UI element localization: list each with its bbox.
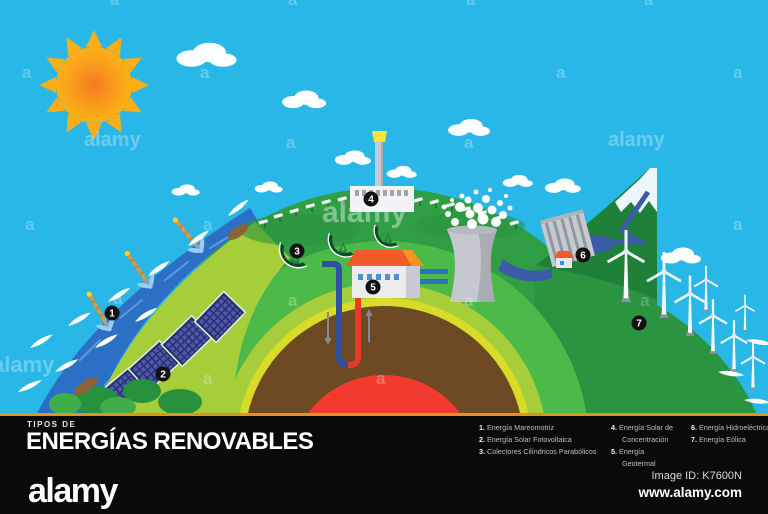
flow-arrows bbox=[324, 309, 373, 345]
solar-tower-icon bbox=[350, 131, 414, 212]
legend-item-1: 1. Energía Mareomotriz bbox=[479, 423, 555, 432]
sun-icon bbox=[39, 30, 149, 140]
marker-4: 4 bbox=[363, 191, 379, 207]
svg-text:5: 5 bbox=[370, 283, 376, 294]
marker-5: 5 bbox=[365, 279, 381, 295]
coast-vegetation bbox=[49, 223, 249, 415]
svg-text:1: 1 bbox=[109, 309, 115, 320]
dam-outflow bbox=[498, 259, 552, 282]
earth-core bbox=[306, 375, 462, 415]
geothermal-pipes bbox=[322, 261, 372, 368]
caption-kicker: TIPOS DE bbox=[27, 420, 77, 429]
marker-2: 2 bbox=[155, 366, 171, 382]
hill bbox=[240, 214, 360, 246]
svg-text:3: 3 bbox=[294, 247, 300, 258]
geothermal-plant-icon bbox=[346, 250, 424, 298]
powerhouse-icon bbox=[554, 251, 574, 268]
alamy-website-link[interactable]: www.alamy.com bbox=[638, 485, 742, 500]
caption-band: TIPOS DE ENERGÍAS RENOVABLES 1. Energía … bbox=[0, 413, 768, 514]
marker-1: 1 bbox=[104, 305, 120, 321]
svg-text:4: 4 bbox=[368, 195, 374, 206]
legend-item-6: 6. Energía Hidroeléctrica bbox=[691, 423, 768, 432]
earth-ring-brown bbox=[247, 306, 521, 415]
legend-item-5: 5. Energía Geotermal bbox=[611, 447, 656, 468]
cooling-tower-icon bbox=[420, 188, 513, 302]
svg-text:6: 6 bbox=[580, 251, 586, 262]
marker-6: 6 bbox=[575, 247, 591, 263]
legend-item-3: 3. Colectores Cilíndricos Parabólicos bbox=[479, 447, 597, 456]
alamy-logo: alamy bbox=[28, 472, 118, 510]
legend-item-2: 2. Energía Solar Fotovoltaica bbox=[479, 435, 572, 444]
image-id: Image ID: K7600N bbox=[651, 470, 743, 482]
page-title: ENERGÍAS RENOVABLES bbox=[26, 428, 314, 455]
renewable-energy-illustration: 1 2 3 4 5 6 7 bbox=[16, 30, 768, 415]
svg-text:7: 7 bbox=[636, 319, 642, 330]
legend-item-7: 7. Energía Eólica bbox=[691, 435, 746, 444]
svg-text:2: 2 bbox=[160, 370, 166, 381]
marker-3: 3 bbox=[289, 243, 305, 259]
river bbox=[597, 190, 651, 245]
legend-item-4: 4. Energía Solar de Concentración bbox=[611, 423, 673, 444]
marker-7: 7 bbox=[631, 315, 647, 331]
legend: 1. Energía Mareomotriz 2. Energía Solar … bbox=[479, 422, 768, 470]
steam bbox=[441, 188, 513, 229]
